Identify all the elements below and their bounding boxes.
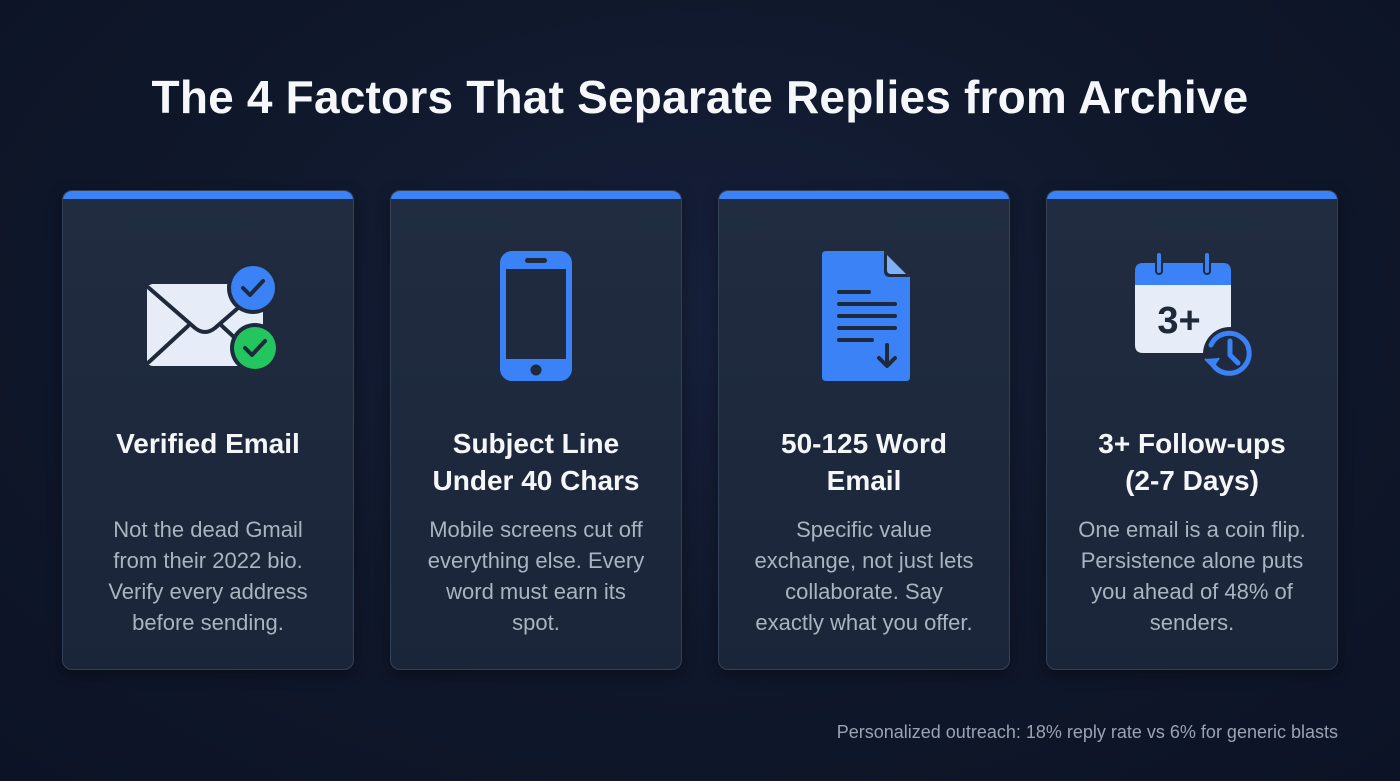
page-title: The 4 Factors That Separate Replies from… [151, 71, 1249, 123]
card-accent-bar [1047, 191, 1337, 199]
card-heading: 50-125 Word Email [781, 428, 947, 496]
calendar-clock-icon: 3+ [1135, 251, 1257, 381]
card-accent-bar [391, 191, 681, 199]
envelope-with-checkmarks-icon [147, 262, 280, 373]
factor-card-word-count: 50-125 Word Email Specific value exchang… [718, 190, 1010, 670]
document-download-icon [822, 251, 910, 381]
card-accent-bar [63, 191, 353, 199]
card-description: Mobile screens cut off everything else. … [427, 517, 645, 635]
factor-card-verified-email: Verified Email Not the dead Gmail from t… [62, 190, 354, 670]
factor-card-subject-line: Subject Line Under 40 Chars Mobile scree… [390, 190, 682, 670]
card-heading: Subject Line Under 40 Chars [432, 428, 640, 496]
footnote-stat: Personalized outreach: 18% reply rate vs… [836, 722, 1338, 742]
card-description: Not the dead Gmail from their 2022 bio. … [108, 517, 308, 635]
card-description: One email is a coin flip. Persistence al… [1078, 517, 1306, 635]
card-description: Specific value exchange, not just lets c… [754, 517, 974, 635]
card-heading: Verified Email [116, 428, 300, 459]
card-accent-bar [719, 191, 1009, 199]
smartphone-icon [500, 251, 572, 381]
calendar-icon-label: 3+ [1157, 300, 1200, 342]
factor-card-follow-ups: 3+ 3+ Follow-ups (2-7 Days) One email is… [1046, 190, 1338, 670]
card-heading: 3+ Follow-ups (2-7 Days) [1098, 428, 1286, 496]
